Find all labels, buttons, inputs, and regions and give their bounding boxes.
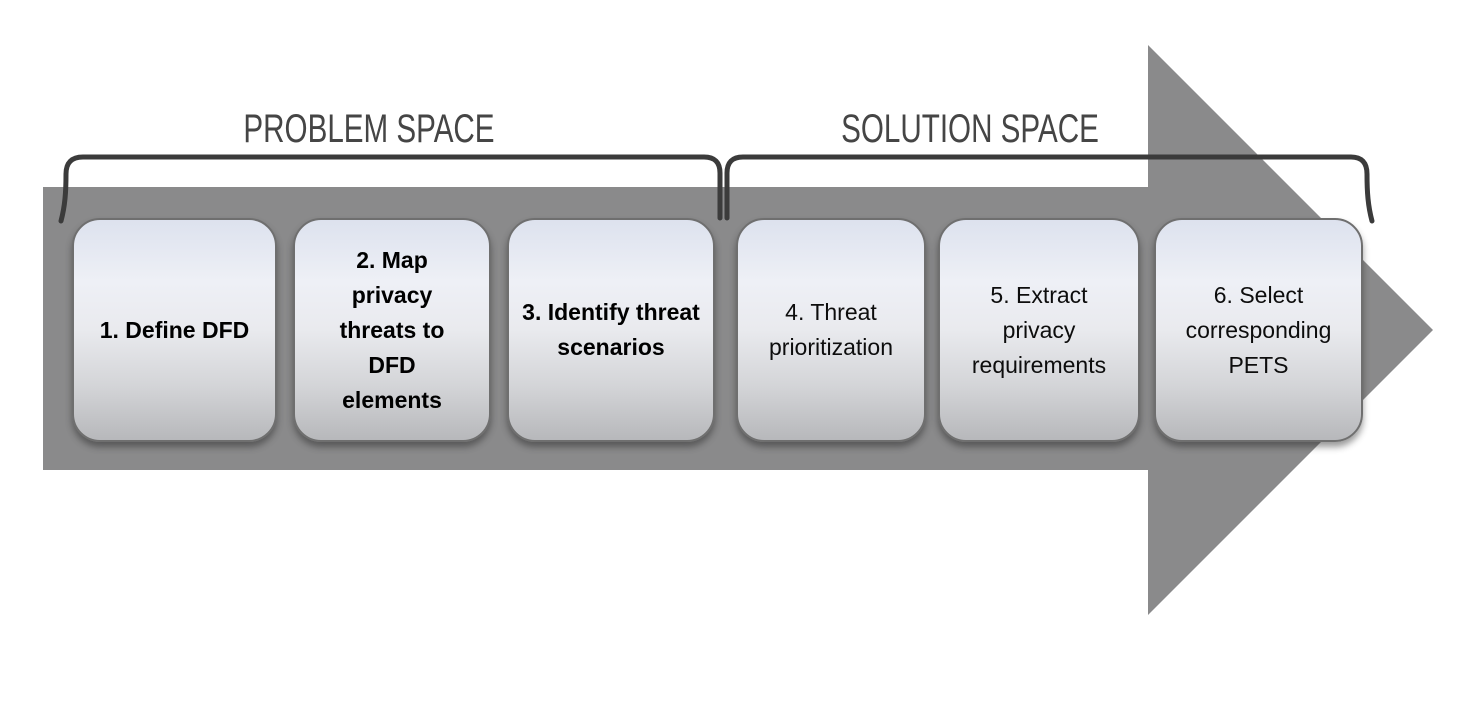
step-box-6: 6. Select corresponding PETS xyxy=(1154,218,1363,442)
problem-space-bracket xyxy=(58,154,723,224)
solution-space-label: SOLUTION SPACE xyxy=(841,107,1099,151)
solution-space-bracket xyxy=(724,154,1375,224)
step-box-1: 1. Define DFD xyxy=(72,218,277,442)
step-box-3: 3. Identify threat scenarios xyxy=(507,218,715,442)
problem-space-label: PROBLEM SPACE xyxy=(243,107,495,151)
step-box-2: 2. Map privacy threats to DFD elements xyxy=(293,218,491,442)
step-box-4: 4. Threat prioritization xyxy=(736,218,926,442)
step-box-5: 5. Extract privacy requirements xyxy=(938,218,1140,442)
